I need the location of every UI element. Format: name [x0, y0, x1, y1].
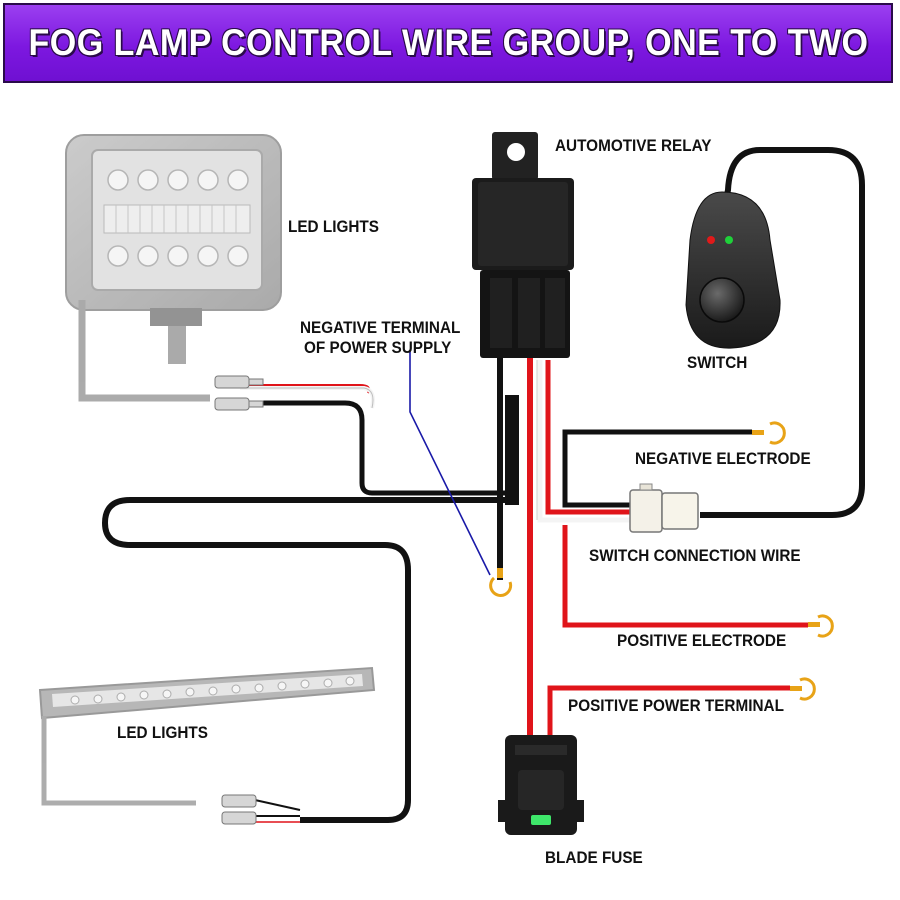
automotive-relay — [472, 132, 574, 358]
switch-connector — [629, 483, 699, 533]
switch-button — [699, 277, 745, 323]
black-wire-to-bottom-light — [101, 497, 512, 823]
title-banner-bar: FOG LAMP CONTROL WIRE GROUP, ONE TO TWO — [3, 3, 893, 83]
label-led-lights-bottom: LED LIGHTS — [117, 723, 208, 742]
switch-device — [685, 191, 781, 349]
label-negative-terminal-line1: NEGATIVE TERMINAL — [300, 318, 461, 337]
label-switch-connection-wire: SWITCH CONNECTION WIRE — [589, 546, 801, 565]
switch-cable — [700, 147, 865, 518]
led-light-cube — [65, 134, 282, 402]
page-title: FOG LAMP CONTROL WIRE GROUP, ONE TO TWO — [28, 22, 868, 63]
negative-electrode-ring-icon — [769, 421, 786, 445]
title-banner: FOG LAMP CONTROL WIRE GROUP, ONE TO TWO — [0, 0, 900, 88]
negative-terminal-pointer — [409, 350, 491, 576]
switch-red-led-icon — [707, 236, 715, 244]
spade-connectors-bottom — [221, 794, 257, 825]
label-negative-electrode: NEGATIVE ELECTRODE — [635, 449, 811, 468]
blade-fuse — [498, 735, 584, 835]
negative-terminal-ring-icon — [489, 576, 513, 597]
label-positive-power-terminal: POSITIVE POWER TERMINAL — [568, 696, 784, 715]
white-wire — [537, 360, 630, 523]
switch-green-led-icon — [725, 236, 733, 244]
fuse-green-window-icon — [531, 815, 551, 825]
label-positive-electrode: POSITIVE ELECTRODE — [617, 631, 787, 650]
spade-connectors-top — [214, 375, 264, 411]
label-negative-terminal-line2: OF POWER SUPPLY — [304, 338, 452, 357]
red-wire-positive-electrode — [562, 525, 808, 628]
label-automotive-relay: AUTOMOTIVE RELAY — [555, 136, 712, 155]
red-wire-positive-power — [547, 685, 790, 740]
positive-power-ring-icon — [799, 677, 816, 701]
label-blade-fuse: BLADE FUSE — [545, 848, 643, 867]
led-light-bar — [38, 666, 376, 806]
red-wire-to-connector — [545, 360, 630, 515]
label-led-lights-top: LED LIGHTS — [288, 217, 379, 236]
black-wire-negative-electrode — [562, 429, 752, 505]
label-switch: SWITCH — [687, 353, 748, 372]
black-harness-loop — [240, 400, 512, 496]
positive-electrode-ring-icon — [817, 614, 834, 638]
